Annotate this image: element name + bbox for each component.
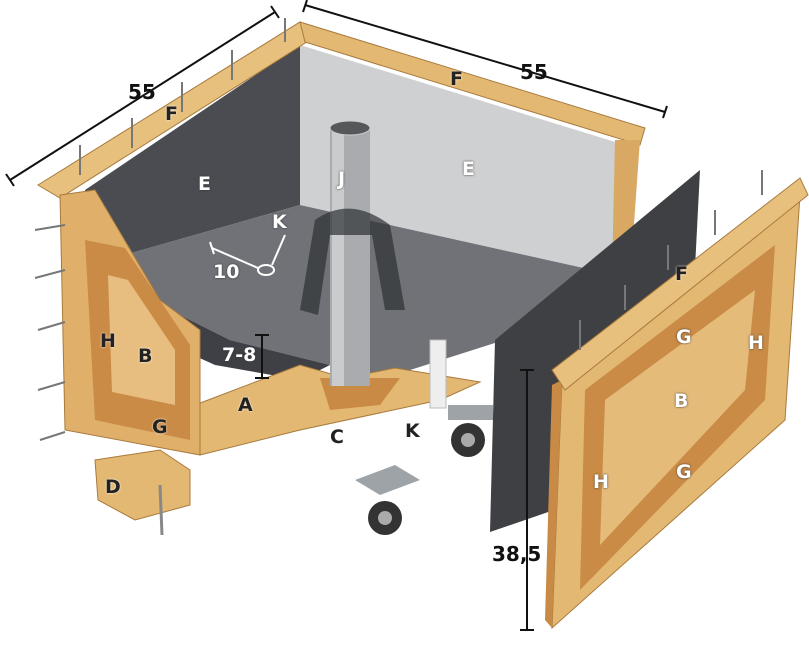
label-rim-right-panel: F xyxy=(675,263,688,285)
label-rim-back: F xyxy=(450,68,463,90)
label-left-frame-side: H xyxy=(100,330,116,352)
dimension-right-width: 55 xyxy=(520,60,548,84)
rim-right-panel xyxy=(551,177,809,391)
label-left-panel: B xyxy=(138,345,153,367)
drain-hole xyxy=(257,264,275,276)
label-wall-right: E xyxy=(462,158,475,180)
label-right-frame-bottom: G xyxy=(676,461,692,483)
label-base: A xyxy=(238,394,253,416)
base-plate xyxy=(194,364,482,456)
label-right-frame-left: H xyxy=(593,471,609,493)
dimension-lines xyxy=(5,0,668,631)
back-wall-left xyxy=(85,45,300,262)
foot-block xyxy=(94,449,191,521)
small-tube xyxy=(429,339,447,409)
label-small-tube: K xyxy=(405,420,420,442)
label-rim-left: F xyxy=(165,103,178,125)
label-wall-left: E xyxy=(198,173,211,195)
right-panel-edge xyxy=(545,380,562,628)
back-wall-right xyxy=(300,45,625,275)
screws xyxy=(34,18,763,441)
label-left-frame-bottom: G xyxy=(152,416,168,438)
dimension-floor-gap: 7-8 xyxy=(222,344,257,366)
caster-rear xyxy=(448,405,493,457)
label-hole: K xyxy=(272,211,287,233)
dimension-left-width: 55 xyxy=(128,80,156,104)
label-foot-block: D xyxy=(105,476,121,498)
label-right-frame-right: H xyxy=(748,332,764,354)
caster-loose xyxy=(355,465,420,535)
right-frame-inner xyxy=(600,290,755,545)
label-right-frame-top: G xyxy=(676,326,692,348)
label-pole: J xyxy=(338,168,346,190)
left-frame-inner xyxy=(108,275,175,405)
hole-dimension xyxy=(209,234,286,269)
rim-back xyxy=(299,21,646,146)
pole-top xyxy=(329,120,371,136)
label-right-panel: B xyxy=(674,390,689,412)
dimension-sheet-height: 38,5 xyxy=(492,542,542,566)
label-pole-base: C xyxy=(330,426,344,448)
dimension-hole-offset: 10 xyxy=(213,261,240,283)
concrete-step xyxy=(150,300,330,380)
